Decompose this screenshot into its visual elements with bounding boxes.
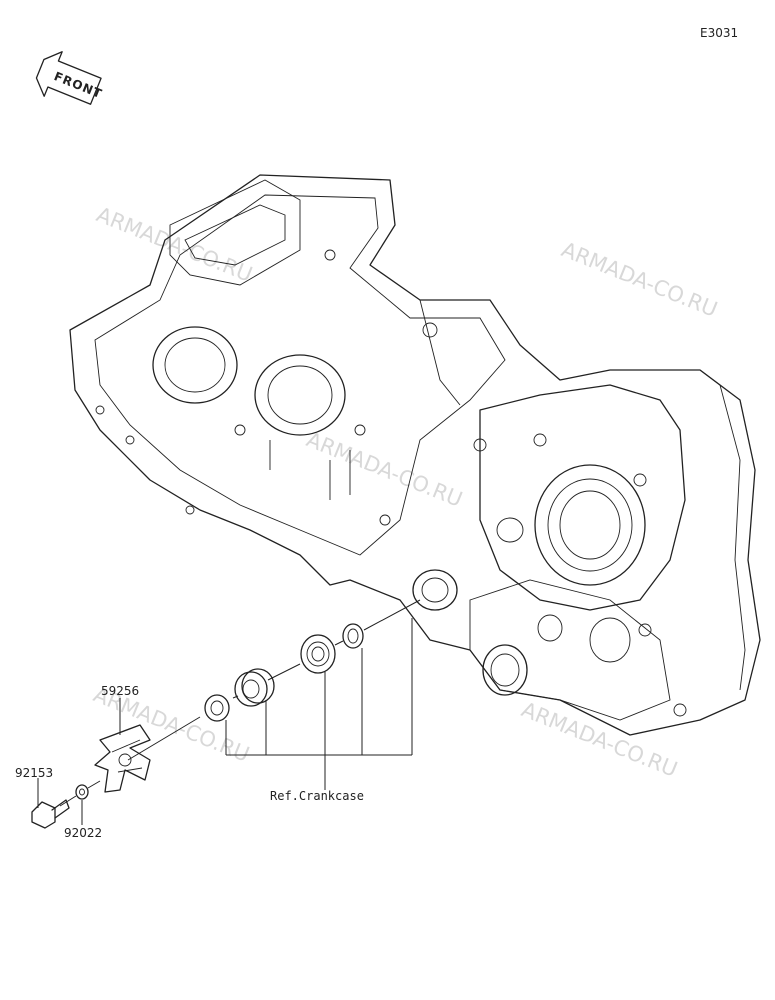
oil-seal-large [342,623,364,649]
watermark: ARMADA-CO.RU [558,237,721,321]
reference-bracket [225,618,413,790]
assembly-axis-line [127,599,421,761]
oil-seal-small [204,694,230,722]
part-number-59256: 59256 [101,684,139,698]
bearing [300,634,336,674]
watermark: ARMADA-CO.RU [518,697,681,781]
front-arrow-label: FRONT [52,69,104,101]
watermark: ARMADA-CO.RU [303,427,466,511]
bolt-icon [31,799,70,829]
mechanical-seal [234,668,275,707]
watermark: ARMADA-CO.RU [93,202,256,286]
washer-axis-line [59,780,101,807]
impeller-icon [94,724,151,793]
part-number-92153: 92153 [15,766,53,780]
reference-label: Ref.Crankcase [270,789,364,803]
washer-icon [75,784,89,800]
diagram-code: E3031 [700,26,738,40]
part-number-92022: 92022 [64,826,102,840]
crankcase-illustration [69,174,761,736]
front-arrow-icon: FRONT [35,51,104,105]
